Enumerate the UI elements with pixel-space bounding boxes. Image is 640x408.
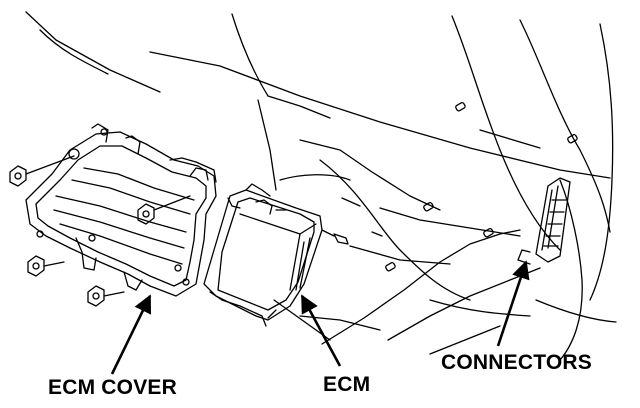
ecm-label: ECM — [323, 373, 371, 396]
ecm-unit — [203, 183, 349, 327]
ecm-arrow — [300, 294, 342, 367]
cover-nuts — [9, 148, 191, 307]
ecm-cover — [25, 123, 217, 297]
ecm-cover-label: ECM COVER — [48, 376, 177, 399]
connectors-label: CONNECTORS — [441, 351, 592, 374]
body-clips — [371, 101, 578, 272]
ecm-cover-arrow — [110, 294, 152, 375]
body-panel — [25, 11, 611, 341]
connectors-arrow — [496, 260, 530, 347]
ecm-connectors — [517, 177, 571, 265]
side-trim — [451, 15, 617, 361]
